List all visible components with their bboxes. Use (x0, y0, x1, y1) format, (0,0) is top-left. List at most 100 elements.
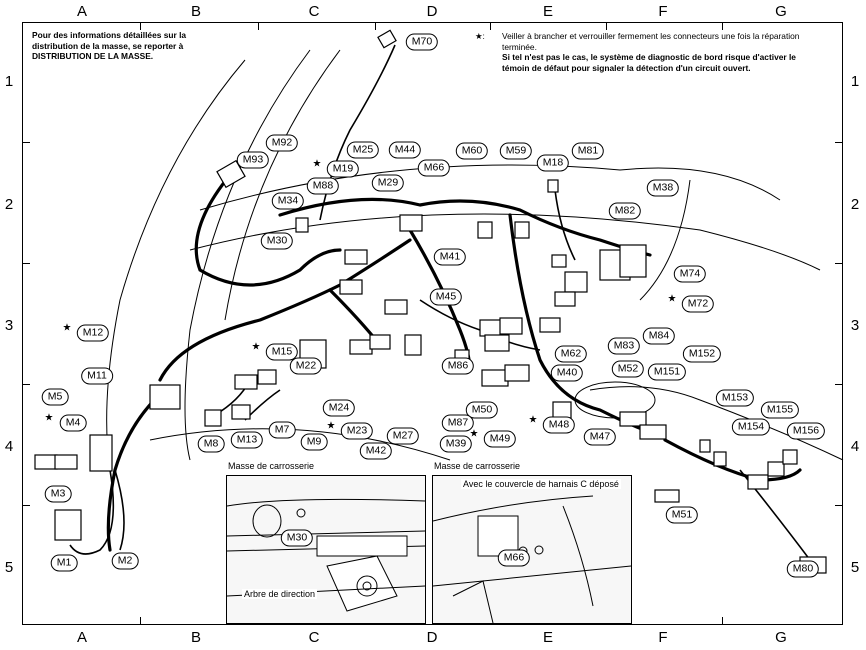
connector-label-M11: M11 (81, 367, 113, 385)
connector-label-M87: M87 (441, 414, 475, 432)
connector-label-M23: M23 (340, 422, 374, 440)
star-icon: ★ (469, 428, 479, 440)
connector-label-M151: M151 (647, 363, 687, 381)
grid-row-1: 1 (4, 73, 14, 90)
note-line: Si tel n'est pas le cas, le système de d… (502, 52, 796, 62)
connector-label-M59: M59 (499, 142, 533, 160)
connector-label-M5: M5 (41, 388, 69, 406)
connector-label-M83: M83 (607, 337, 641, 355)
grid-row-4: 4 (4, 438, 14, 455)
connector-label-M50: M50 (465, 401, 499, 419)
connector-label-M152: M152 (682, 345, 722, 363)
grid-row-5: 5 (4, 559, 14, 576)
inset-1-drawing (227, 498, 425, 612)
connector-label-M22: M22 (289, 357, 323, 375)
connector-label-M13: M13 (230, 431, 264, 449)
grid-column-E: E (542, 3, 553, 20)
connector-label-M24: M24 (322, 399, 356, 417)
grid-tick (140, 22, 141, 30)
connector-label-M34: M34 (271, 192, 305, 210)
connector-label-M81: M81 (571, 142, 605, 160)
star-icon: ★ (251, 341, 261, 353)
note-line: DISTRIBUTION DE LA MASSE. (32, 51, 154, 61)
inset-harness-cover-ground: Avec le couvercle de harnais C déposé M6… (432, 475, 632, 624)
connector-label-M92: M92 (265, 134, 299, 152)
grid-tick (375, 22, 376, 30)
grid-column-F: F (658, 3, 668, 20)
connector-bodies (34, 29, 827, 574)
connector-label-M93: M93 (236, 151, 270, 169)
connector-label-M70: M70 (405, 33, 439, 51)
note-line: distribution de la masse, se reporter à (32, 40, 184, 51)
grid-tick (835, 263, 843, 264)
diagram-frame (22, 22, 843, 625)
grid-row-3: 3 (850, 317, 860, 334)
star-icon: ★ (326, 420, 336, 432)
grid-row-2: 2 (850, 196, 860, 213)
grid-tick (22, 142, 30, 143)
grid-column-D: D (426, 3, 438, 20)
grid-tick (490, 22, 491, 30)
connector-label-M44: M44 (388, 141, 422, 159)
connector-label-M49: M49 (483, 430, 517, 448)
caution-note: Veiller à brancher et verrouiller fermem… (502, 31, 799, 73)
grid-row-4: 4 (850, 438, 860, 455)
grid-tick (835, 142, 843, 143)
grid-column-G: G (775, 3, 787, 20)
star-symbol: ★: (475, 31, 485, 41)
grid-tick (140, 617, 141, 625)
grid-column-A: A (76, 629, 87, 646)
connector-label-M41: M41 (433, 248, 467, 266)
ground-info-note: Pour des informations détaillées sur la … (32, 30, 186, 62)
connector-label-M155: M155 (760, 401, 800, 419)
inset-steering-ground: M30 Arbre de direction (226, 475, 426, 624)
connector-label-M153: M153 (715, 389, 755, 407)
grid-row-2: 2 (4, 196, 14, 213)
connector-label-M66-inset: M66 (497, 549, 531, 567)
connector-label-M18: M18 (536, 154, 570, 172)
grid-tick (606, 22, 607, 30)
note-line: témoin de défaut pour signaler la détect… (502, 62, 751, 73)
connector-label-M27: M27 (386, 427, 420, 445)
note-line: Veiller à brancher et verrouiller fermem… (502, 31, 800, 41)
connector-label-M74: M74 (673, 265, 707, 283)
connector-label-M88: M88 (306, 177, 340, 195)
connector-label-M19: M19 (326, 160, 360, 178)
note-line: terminée. (502, 41, 537, 52)
connector-label-M7: M7 (268, 421, 296, 439)
grid-column-B: B (190, 629, 201, 646)
grid-tick (835, 505, 843, 506)
connector-label-M72: M72 (681, 295, 715, 313)
connector-label-M154: M154 (731, 418, 771, 436)
connector-label-M30: M30 (260, 232, 294, 250)
grid-tick (258, 22, 259, 30)
connector-label-M82: M82 (608, 202, 642, 220)
grid-tick (722, 22, 723, 30)
connector-label-M4: M4 (59, 414, 87, 432)
grid-column-C: C (308, 629, 320, 646)
star-icon: ★ (528, 414, 538, 426)
steering-shaft-caption: Arbre de direction (242, 589, 318, 599)
inset-1-title: Masse de carrosserie (228, 461, 315, 471)
harness-cover-caption: Avec le couvercle de harnais C déposé (461, 479, 621, 489)
grid-column-B: B (190, 3, 201, 20)
connector-label-M12: M12 (76, 324, 110, 342)
grid-tick (22, 505, 30, 506)
connector-label-M80: M80 (786, 560, 820, 578)
grid-column-F: F (658, 629, 668, 646)
grid-column-G: G (775, 629, 787, 646)
grid-column-A: A (76, 3, 87, 20)
inset-2-drawing (433, 495, 631, 623)
connector-label-M3: M3 (44, 485, 72, 503)
star-icon: ★ (667, 293, 677, 305)
connector-label-M2: M2 (111, 552, 139, 570)
inset-2-title: Masse de carrosserie (434, 461, 521, 471)
grid-column-D: D (426, 629, 438, 646)
connector-label-M15: M15 (265, 343, 299, 361)
grid-row-5: 5 (850, 559, 860, 576)
star-icon: ★ (44, 412, 54, 424)
connector-label-M39: M39 (439, 435, 473, 453)
grid-row-3: 3 (4, 317, 14, 334)
grid-column-E: E (542, 629, 553, 646)
